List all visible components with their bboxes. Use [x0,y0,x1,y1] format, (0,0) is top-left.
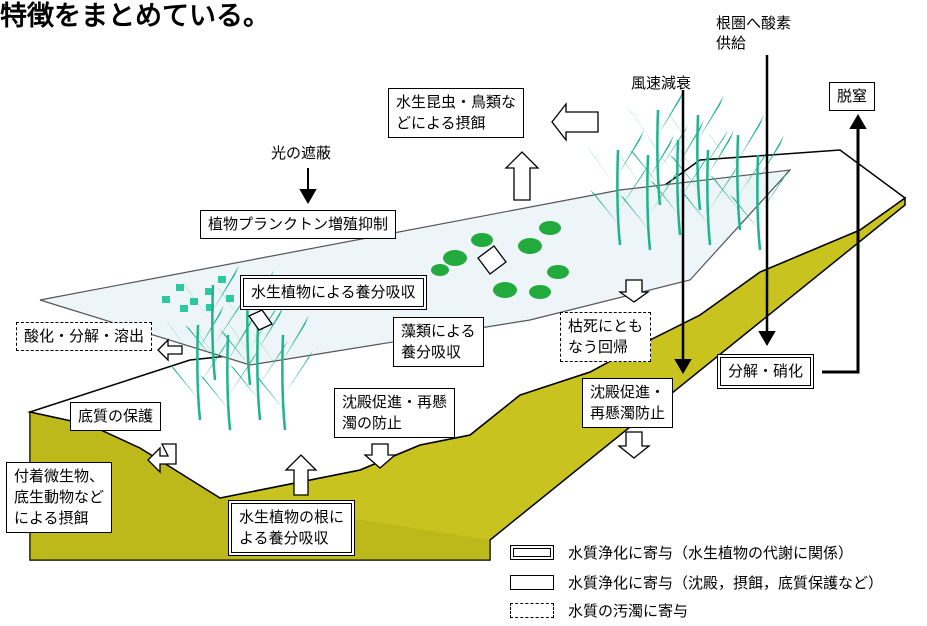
root-uptake-line-2: よる養分吸収 [239,529,329,547]
attached-organisms-line-2: 底生動物など [14,488,105,506]
oxygen-supply-label-2: 供給 [716,34,747,52]
hollow-arrows [147,102,651,496]
attached-organisms-line-3: による摂餌 [14,509,89,527]
oxidation-box: 酸化・分解・溶出 [16,322,153,351]
page-heading: 特徴をまとめている。 [0,1,270,32]
plankton-suppression-box: 植物プランクトン増殖抑制 [200,210,397,239]
floating-leaves [431,221,569,299]
process-arrows [299,55,867,374]
algae-uptake-line-1: 藻類による [401,322,476,340]
sediment-protection-box: 底質の保護 [70,402,162,431]
attached-organisms-line-1: 付着微生物、 [14,467,105,485]
sediment-protection-text: 底質の保護 [78,407,154,425]
insect-bird-feeding-box: 水生昆虫・鳥類な どによる摂餌 [388,88,525,138]
legend-swatch-dashed [510,603,554,618]
aquatic-plant-uptake-box: 水生植物による養分吸収 [240,275,427,310]
withering-return-line-2: なう回帰 [568,338,629,356]
settling-left-line-1: 沈殿促進・再懸 [342,393,448,411]
insect-bird-feeding-line-2: どによる摂餌 [396,114,486,132]
oxygen-supply-label-1: 根圏へ酸素 [716,14,792,32]
settling-box-left: 沈殿促進・再懸 濁の防止 [334,388,456,438]
settling-box-right: 沈殿促進・ 再懸濁防止 [582,378,674,428]
legend-swatch-double [510,545,554,560]
insect-bird-feeding-line-1: 水生昆虫・鳥類な [396,93,517,111]
plankton-dots [162,276,234,312]
decomposition-text: 分解・硝化 [728,362,804,380]
legend-swatch-single [510,575,554,590]
settling-right-line-2: 再懸濁防止 [590,404,666,422]
settling-left-line-2: 濁の防止 [342,414,403,432]
root-uptake-box: 水生植物の根に よる養分吸収 [228,500,356,556]
aquatic-plant-uptake-text: 水生植物による養分吸収 [251,283,416,301]
withering-return-box: 枯死にとも なう回帰 [560,312,652,362]
water-surface [39,169,792,366]
plankton-suppression-text: 植物プランクトン増殖抑制 [208,215,389,233]
denitrification-text: 脱窒 [837,87,868,105]
oxidation-text: 酸化・分解・溶出 [24,327,145,345]
legend-text-single: 水質浄化に寄与（沈殿，摂餌，底質保護など） [568,574,884,592]
light-shading-label: 光の遮蔽 [271,144,332,162]
root-uptake-line-1: 水生植物の根に [239,508,345,526]
settling-right-line-1: 沈殿促進・ [590,383,666,401]
withering-return-line-1: 枯死にとも [568,317,644,335]
legend-text-dashed: 水質の汚濁に寄与 [568,602,689,620]
legend-text-double: 水質浄化に寄与（水生植物の代謝に関係） [568,544,854,562]
soil-front-shade [30,412,490,560]
decomposition-box: 分解・硝化 [717,354,815,389]
attached-organisms-box: 付着微生物、 底生動物など による摂餌 [6,462,113,533]
algae-uptake-line-2: 養分吸収 [401,343,462,361]
denitrification-box: 脱窒 [829,82,876,111]
wind-reduction-label: 風速減衰 [631,74,692,92]
algae-uptake-box: 藻類による 養分吸収 [393,317,484,367]
